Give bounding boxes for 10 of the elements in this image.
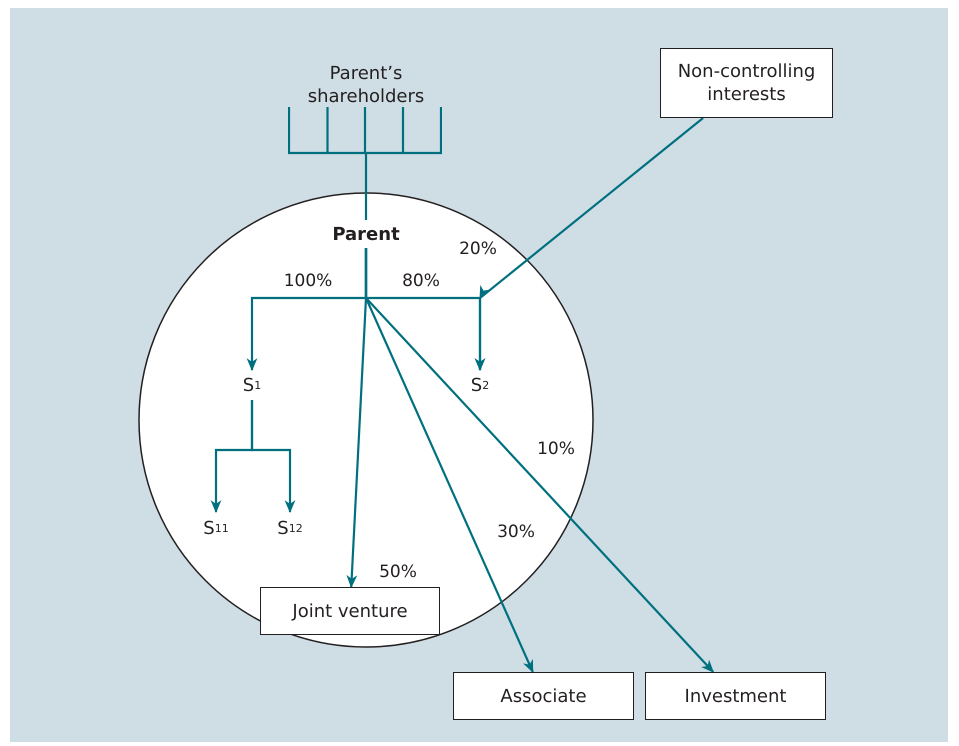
entity-box: Associate	[453, 672, 634, 720]
entity-label: Parent	[326, 220, 406, 248]
arrow	[250, 400, 296, 514]
arrow	[474, 117, 704, 371]
entity-box: Non-controlling interests	[660, 48, 833, 118]
group-circle	[138, 192, 594, 648]
group-label: Parent’s shareholders	[306, 62, 426, 108]
entity-box: Investment	[645, 672, 826, 720]
arrow	[364, 248, 714, 673]
connector-line	[364, 154, 368, 220]
